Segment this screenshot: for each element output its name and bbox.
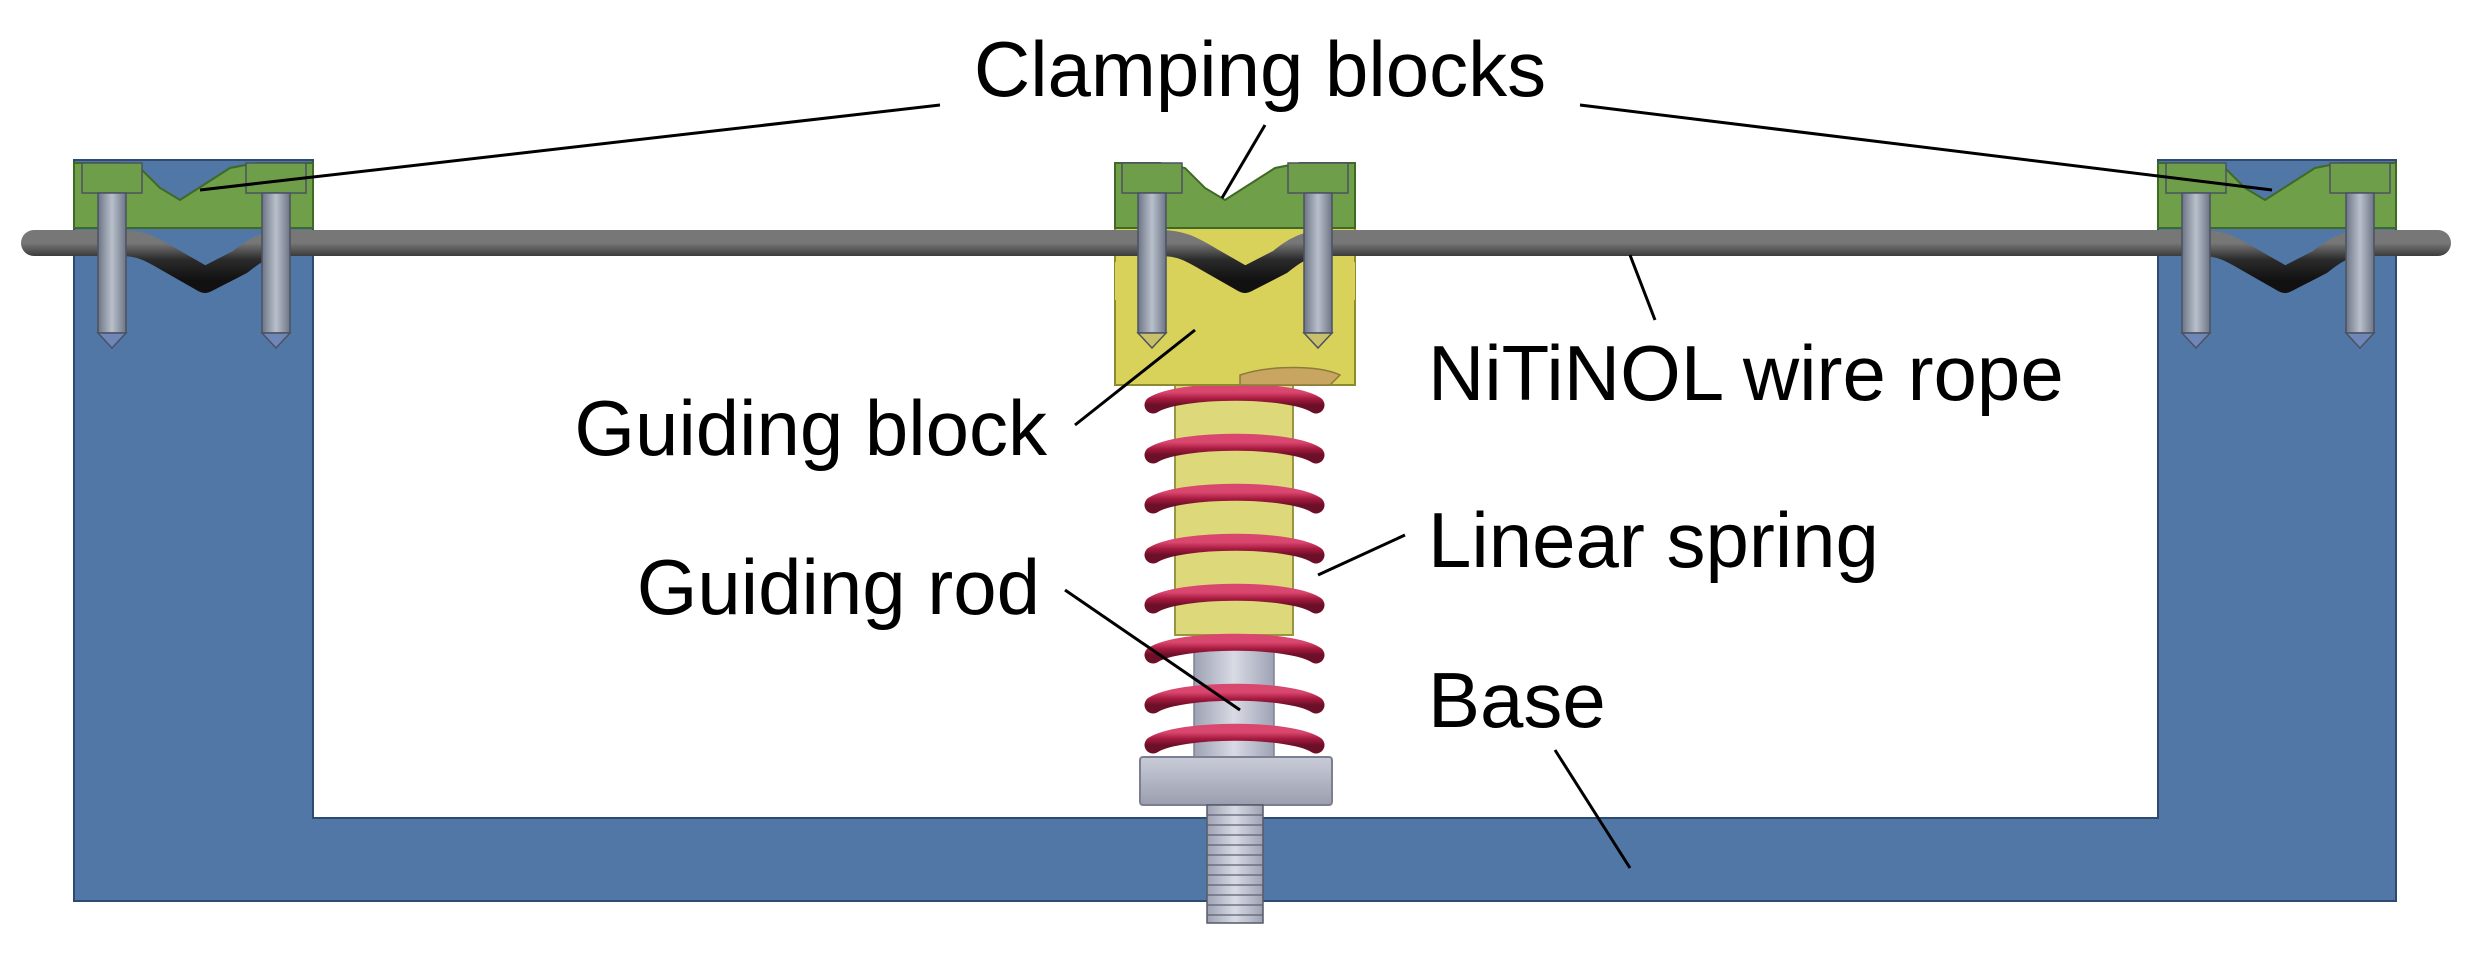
leader-guiding-block <box>1074 328 1196 427</box>
clamp-bolts <box>81 162 2391 350</box>
leader-linear-spring <box>1317 533 1406 577</box>
leader-wire-rope <box>1628 254 1657 321</box>
label-clamping-blocks: Clamping blocks <box>974 25 1546 113</box>
guiding-block-washer <box>1239 366 1342 386</box>
label-guiding-rod: Guiding rod <box>637 543 1040 631</box>
label-nitinol-wire-rope: NiTiNOL wire rope <box>1428 329 2064 417</box>
label-guiding-block: Guiding block <box>574 384 1048 472</box>
leader-base <box>1553 749 1632 869</box>
linear-spring <box>1144 383 1325 754</box>
leader-clamping-right <box>1579 103 2273 192</box>
label-base: Base <box>1428 656 1606 744</box>
label-linear-spring: Linear spring <box>1428 496 1879 584</box>
leader-clamping-middle <box>1220 124 1267 199</box>
leader-guiding-rod <box>1064 588 1241 712</box>
nitinol-wire-rope <box>21 230 2451 293</box>
leader-clamping-left <box>199 103 941 192</box>
leader-lines <box>199 103 2273 869</box>
